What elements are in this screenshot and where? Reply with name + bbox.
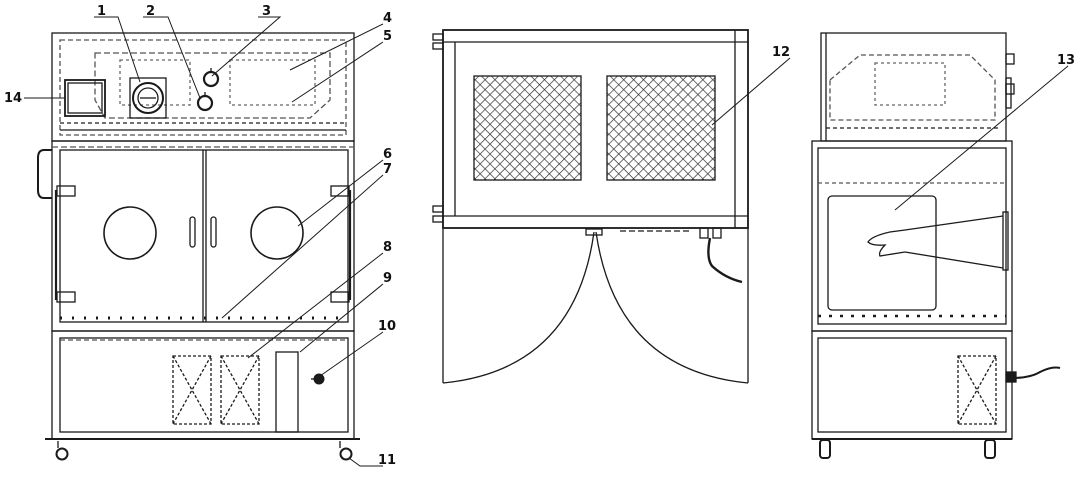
fan-inner: [137, 87, 159, 109]
chamber-inner: [59, 149, 349, 323]
callout-5: 5: [383, 29, 392, 44]
panel-9: [275, 351, 299, 433]
side-cabinet: [811, 330, 1013, 440]
glove-port-left: [103, 206, 157, 260]
callout-labels: 1 2 3 4 5 6 7 8 9 10 11 12 13 14: [4, 4, 1075, 468]
lower-cabinet: [51, 330, 355, 440]
side-window: [827, 195, 937, 311]
connector: [1005, 53, 1015, 65]
door-arc-right: [595, 231, 749, 384]
side-chamber: [811, 140, 1013, 332]
leader-12: [711, 57, 791, 126]
leader-6: [297, 159, 384, 227]
front-view: [37, 32, 360, 461]
lamp-right: [229, 59, 316, 106]
mesh-panel-left: [473, 75, 582, 181]
leader-2: [143, 16, 201, 99]
callout-1: 1: [97, 4, 106, 19]
wheel: [55, 447, 69, 461]
side-wheel: [819, 439, 831, 459]
leader-11: [348, 457, 383, 467]
side-cable: [1011, 366, 1061, 379]
control-box: [64, 79, 106, 117]
mesh-panel-right: [606, 75, 716, 181]
callout-3: 3: [262, 4, 271, 19]
cable: [707, 237, 743, 284]
leader-5: [291, 41, 384, 103]
filter-left-x: [172, 355, 212, 425]
control-box-inner: [67, 82, 103, 114]
side-handle: [37, 149, 52, 199]
glove-hand: [867, 229, 906, 257]
top-housing: [51, 32, 355, 142]
side-lamp-frame: [829, 54, 996, 121]
pin: [432, 205, 444, 213]
top-view: [432, 29, 749, 384]
pin: [432, 42, 444, 50]
leader-lines: [24, 16, 1069, 467]
callout-9: 9: [383, 271, 392, 286]
filter-right-x: [220, 355, 260, 425]
fan-housing: [129, 77, 167, 119]
latch: [585, 228, 603, 236]
side-view: [811, 32, 1061, 459]
leader-1: [94, 16, 141, 83]
connector: [1005, 83, 1015, 95]
gauge-2: [196, 94, 214, 112]
callout-2: 2: [146, 4, 155, 19]
top-body: [442, 29, 749, 229]
side-wheel: [984, 439, 996, 459]
side-housing: [820, 32, 1007, 142]
leader-3: [211, 16, 282, 77]
plug: [712, 227, 722, 239]
callout-14: 14: [4, 91, 22, 106]
socket: [313, 373, 325, 385]
callout-11: 11: [378, 453, 396, 468]
callout-12: 12: [772, 45, 790, 60]
callout-7: 7: [383, 162, 392, 177]
leader-7: [221, 174, 384, 319]
plug: [699, 227, 709, 239]
gauge-3: [202, 70, 220, 88]
lamp-frame: [94, 52, 331, 119]
glove-sleeve-bottom: [904, 251, 1004, 269]
fan-ring: [132, 82, 164, 114]
glove-sleeve-top: [904, 215, 1004, 231]
hinge: [330, 185, 350, 197]
pin: [432, 215, 444, 223]
door-handle-right: [210, 216, 217, 248]
callout-10: 10: [378, 319, 396, 334]
side-lamp: [874, 62, 946, 106]
lower-cabinet-inner: [59, 337, 349, 433]
filter-right: [220, 355, 260, 425]
filter-left: [172, 355, 212, 425]
callout-13: 13: [1057, 53, 1075, 68]
callout-4: 4: [383, 11, 392, 26]
side-chamber-inner: [817, 147, 1007, 325]
side-cabinet-inner: [817, 337, 1007, 433]
door-handle-left: [189, 216, 196, 248]
leader-4: [289, 23, 384, 71]
leader-9: [299, 283, 384, 353]
side-filter: [957, 355, 997, 425]
wheel: [339, 447, 353, 461]
leader-10: [319, 331, 384, 377]
hinge: [330, 291, 350, 303]
callout-8: 8: [383, 240, 392, 255]
side-filter-x: [957, 355, 997, 425]
door-arc-left: [442, 231, 595, 384]
glove-port-right: [250, 206, 304, 260]
top-housing-inner: [59, 39, 347, 136]
connector-bar: [1005, 77, 1012, 109]
glove-port-side: [1002, 211, 1009, 271]
leader-13: [894, 65, 1069, 211]
pin: [432, 33, 444, 41]
leader-8: [247, 252, 384, 359]
callout-6: 6: [383, 147, 392, 162]
side-plug: [1005, 371, 1017, 383]
